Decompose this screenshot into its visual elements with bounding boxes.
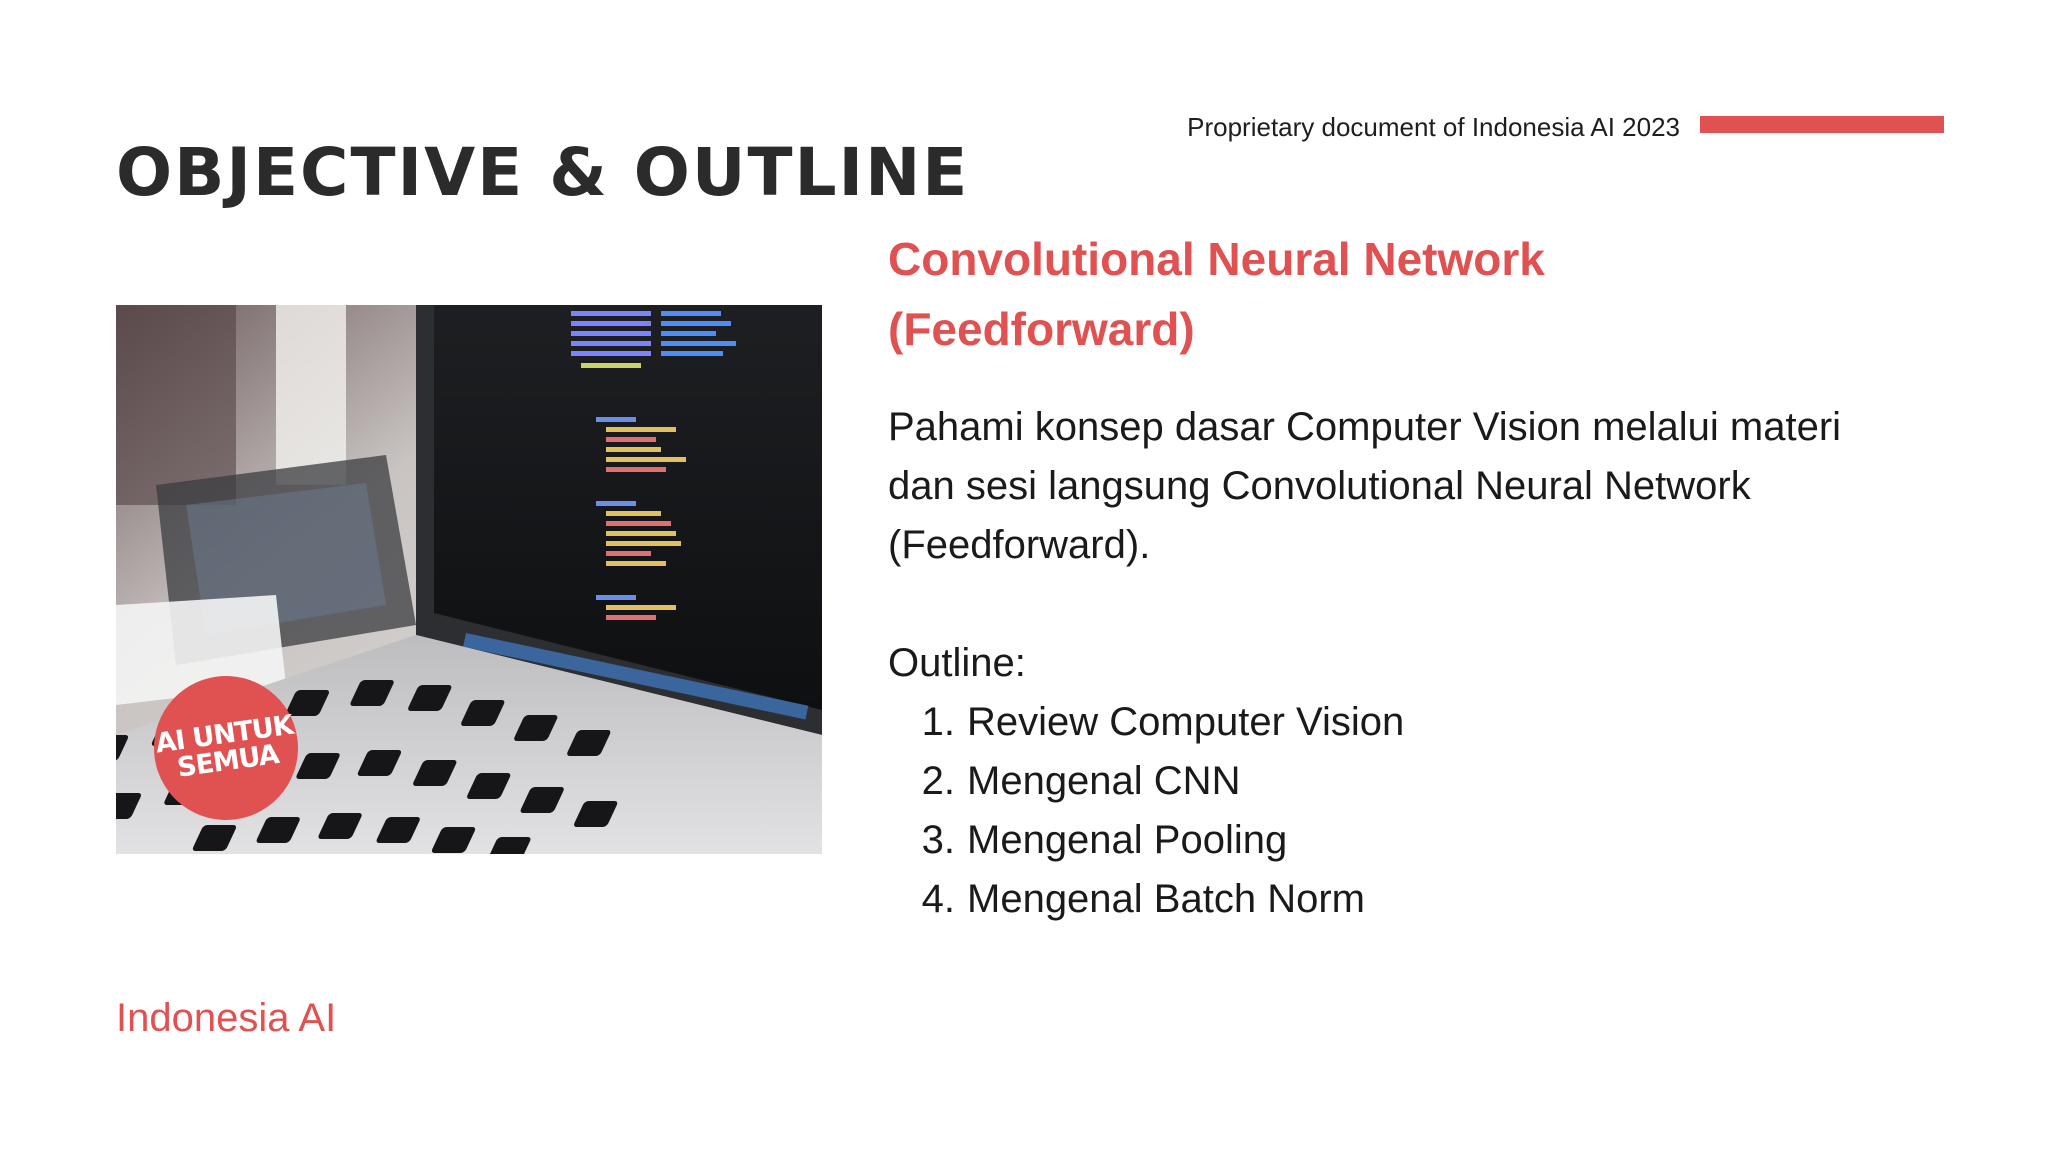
- laptop-illustration: [116, 305, 822, 854]
- outline-label: Mengenal Batch Norm: [967, 877, 1365, 921]
- footer-brand: Indonesia AI: [116, 996, 337, 1040]
- outline-label: Review Computer Vision: [967, 700, 1405, 744]
- outline-number: 3.: [921, 818, 955, 862]
- outline-item: 2. Mengenal CNN: [888, 752, 1888, 811]
- outline-item: 3. Mengenal Pooling: [888, 811, 1888, 870]
- outline-number: 4.: [921, 877, 955, 921]
- slide-title: OBJECTIVE & OUTLINE: [116, 134, 970, 212]
- section-subtitle: Convolutional Neural Network (Feedforwar…: [888, 233, 1545, 355]
- intro-paragraph: Pahami konsep dasar Computer Vision mela…: [888, 405, 1842, 567]
- outline-label: Mengenal Pooling: [967, 818, 1288, 862]
- outline-label: Mengenal CNN: [967, 759, 1241, 803]
- outline-list: 1. Review Computer Vision 2. Mengenal CN…: [888, 693, 1888, 929]
- code-lines: [571, 311, 736, 620]
- outline-number: 2.: [921, 759, 955, 803]
- outline-item: 1. Review Computer Vision: [888, 693, 1888, 752]
- outline-item: 4. Mengenal Batch Norm: [888, 870, 1888, 929]
- proprietary-note: Proprietary document of Indonesia AI 202…: [1187, 112, 1680, 142]
- accent-bar: [1700, 116, 1944, 133]
- outline-heading: Outline:: [888, 641, 1026, 685]
- content-panel: Convolutional Neural Network (Feedforwar…: [888, 224, 1888, 929]
- laptop-photo: [116, 305, 822, 854]
- outline-number: 1.: [921, 700, 955, 744]
